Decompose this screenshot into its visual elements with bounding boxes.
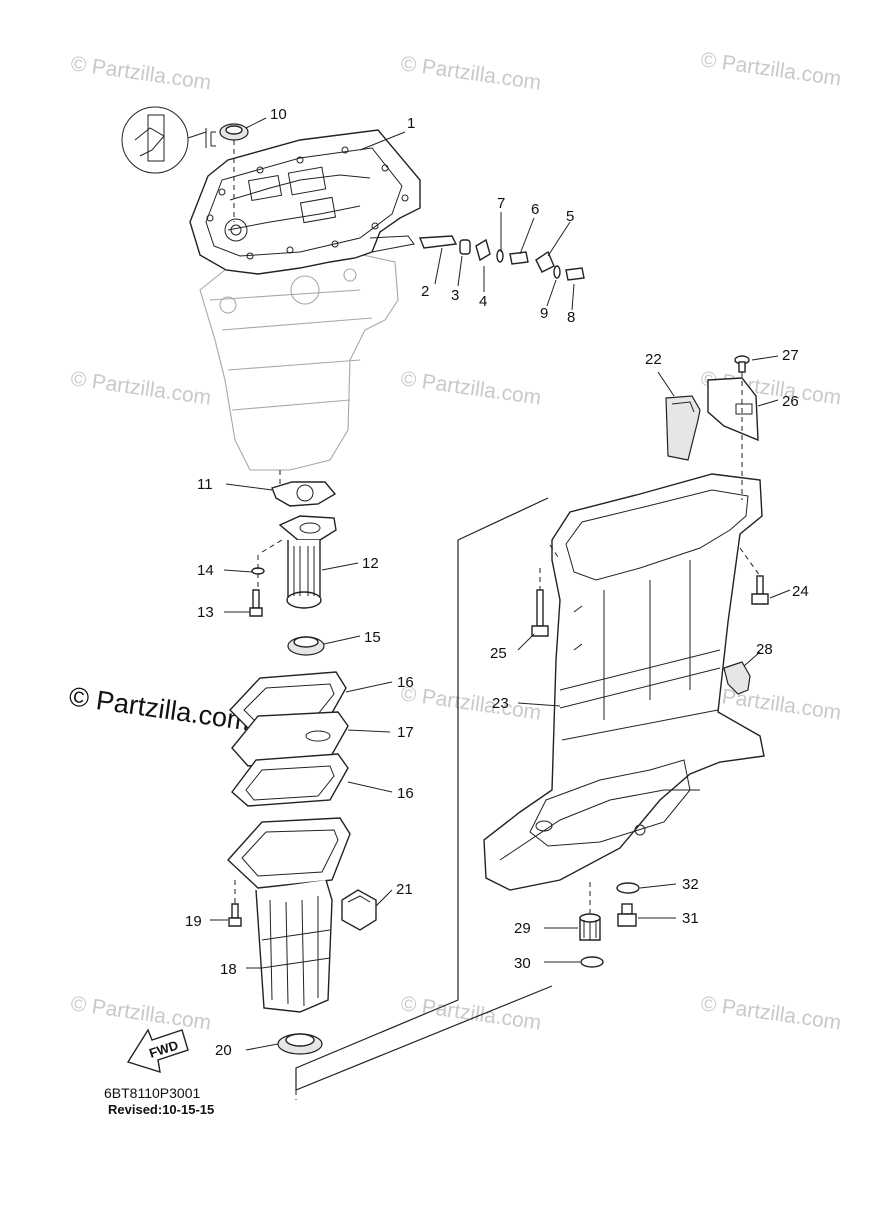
callout-2: 2 (421, 283, 429, 300)
callout-28: 28 (756, 641, 773, 658)
part-22-plate (665, 395, 701, 461)
callout-15: 15 (364, 629, 381, 646)
watermark-text: © Partzilla.com (399, 367, 542, 409)
part-1-upper-casing (189, 129, 421, 275)
callout-30: 30 (514, 955, 531, 972)
callout-23: 23 (492, 695, 509, 712)
part-15-seal (287, 636, 325, 656)
diagram-code: 6BT8110P3001 (104, 1085, 200, 1101)
part-28-cap (723, 661, 751, 695)
part-13-bolt (249, 589, 263, 617)
callout-8: 8 (567, 309, 575, 326)
part-11-gasket (271, 481, 337, 507)
part-10-seal (219, 123, 249, 222)
callout-4: 4 (479, 293, 487, 310)
callout-1: 1 (407, 115, 415, 132)
watermark-text: © Partzilla.com (699, 48, 842, 90)
part-21-damper (341, 889, 377, 931)
callout-3: 3 (451, 287, 459, 304)
part-18-oil-pan (227, 817, 351, 1013)
part-17-plate (231, 711, 349, 767)
callout-14: 14 (197, 562, 214, 579)
part-30-clip (580, 956, 604, 968)
callout-18: 18 (220, 961, 237, 978)
part-29-anode (579, 913, 601, 941)
callout-5: 5 (566, 208, 574, 225)
callout-25: 25 (490, 645, 507, 662)
callout-16b: 16 (397, 785, 414, 802)
part-24-bolt (751, 575, 769, 605)
callout-19: 19 (185, 913, 202, 930)
fwd-arrow: FWD (126, 1028, 189, 1074)
part-16-gasket-bottom (231, 753, 349, 807)
hardware-row (418, 235, 585, 281)
watermark-text: © Partzilla.com (69, 992, 212, 1034)
revision-date: Revised:10-15-15 (108, 1102, 214, 1117)
callout-29: 29 (514, 920, 531, 937)
callout-6: 6 (531, 201, 539, 218)
diagram-footer: 6BT8110P3001 Revised:10-15-15 (104, 1085, 214, 1117)
part-32-washer (616, 882, 640, 894)
callout-31: 31 (682, 910, 699, 927)
watermark-text: © Partzilla.com (69, 52, 212, 94)
callout-27: 27 (782, 347, 799, 364)
watermark-main: © Partzilla.com (67, 681, 251, 736)
part-20-seal (277, 1033, 323, 1055)
callout-32: 32 (682, 876, 699, 893)
callout-11: 11 (197, 476, 213, 493)
callout-13: 13 (197, 604, 214, 621)
part-31-plug (617, 903, 637, 927)
callout-7: 7 (497, 195, 505, 212)
part-19-bolt (228, 903, 242, 927)
ghost-powerhead (199, 249, 399, 471)
watermark-text: © Partzilla.com (399, 52, 542, 94)
callout-21: 21 (396, 881, 413, 898)
callout-16a: 16 (397, 674, 414, 691)
part-27-bolt (734, 355, 750, 373)
watermark-text: © Partzilla.com (699, 992, 842, 1034)
callout-20: 20 (215, 1042, 232, 1059)
callout-26: 26 (782, 393, 799, 410)
callout-17: 17 (397, 724, 414, 741)
part-12-tube (278, 515, 337, 609)
callout-22: 22 (645, 351, 662, 368)
part-26-bracket (707, 377, 759, 442)
callout-24: 24 (792, 583, 809, 600)
leader-lines (210, 117, 791, 1051)
detail-inset (121, 106, 216, 174)
callout-9: 9 (540, 305, 548, 322)
watermark-text: © Partzilla.com (69, 367, 212, 409)
part-23-lower-casing (483, 473, 765, 891)
callout-10: 10 (270, 106, 287, 123)
assembly-bracket-lines (295, 497, 553, 1100)
part-25-bolt (531, 589, 549, 637)
callout-layer: 1 2 3 4 5 6 7 8 9 10 11 12 13 14 15 16 1… (185, 106, 809, 1059)
callout-12: 12 (362, 555, 379, 572)
